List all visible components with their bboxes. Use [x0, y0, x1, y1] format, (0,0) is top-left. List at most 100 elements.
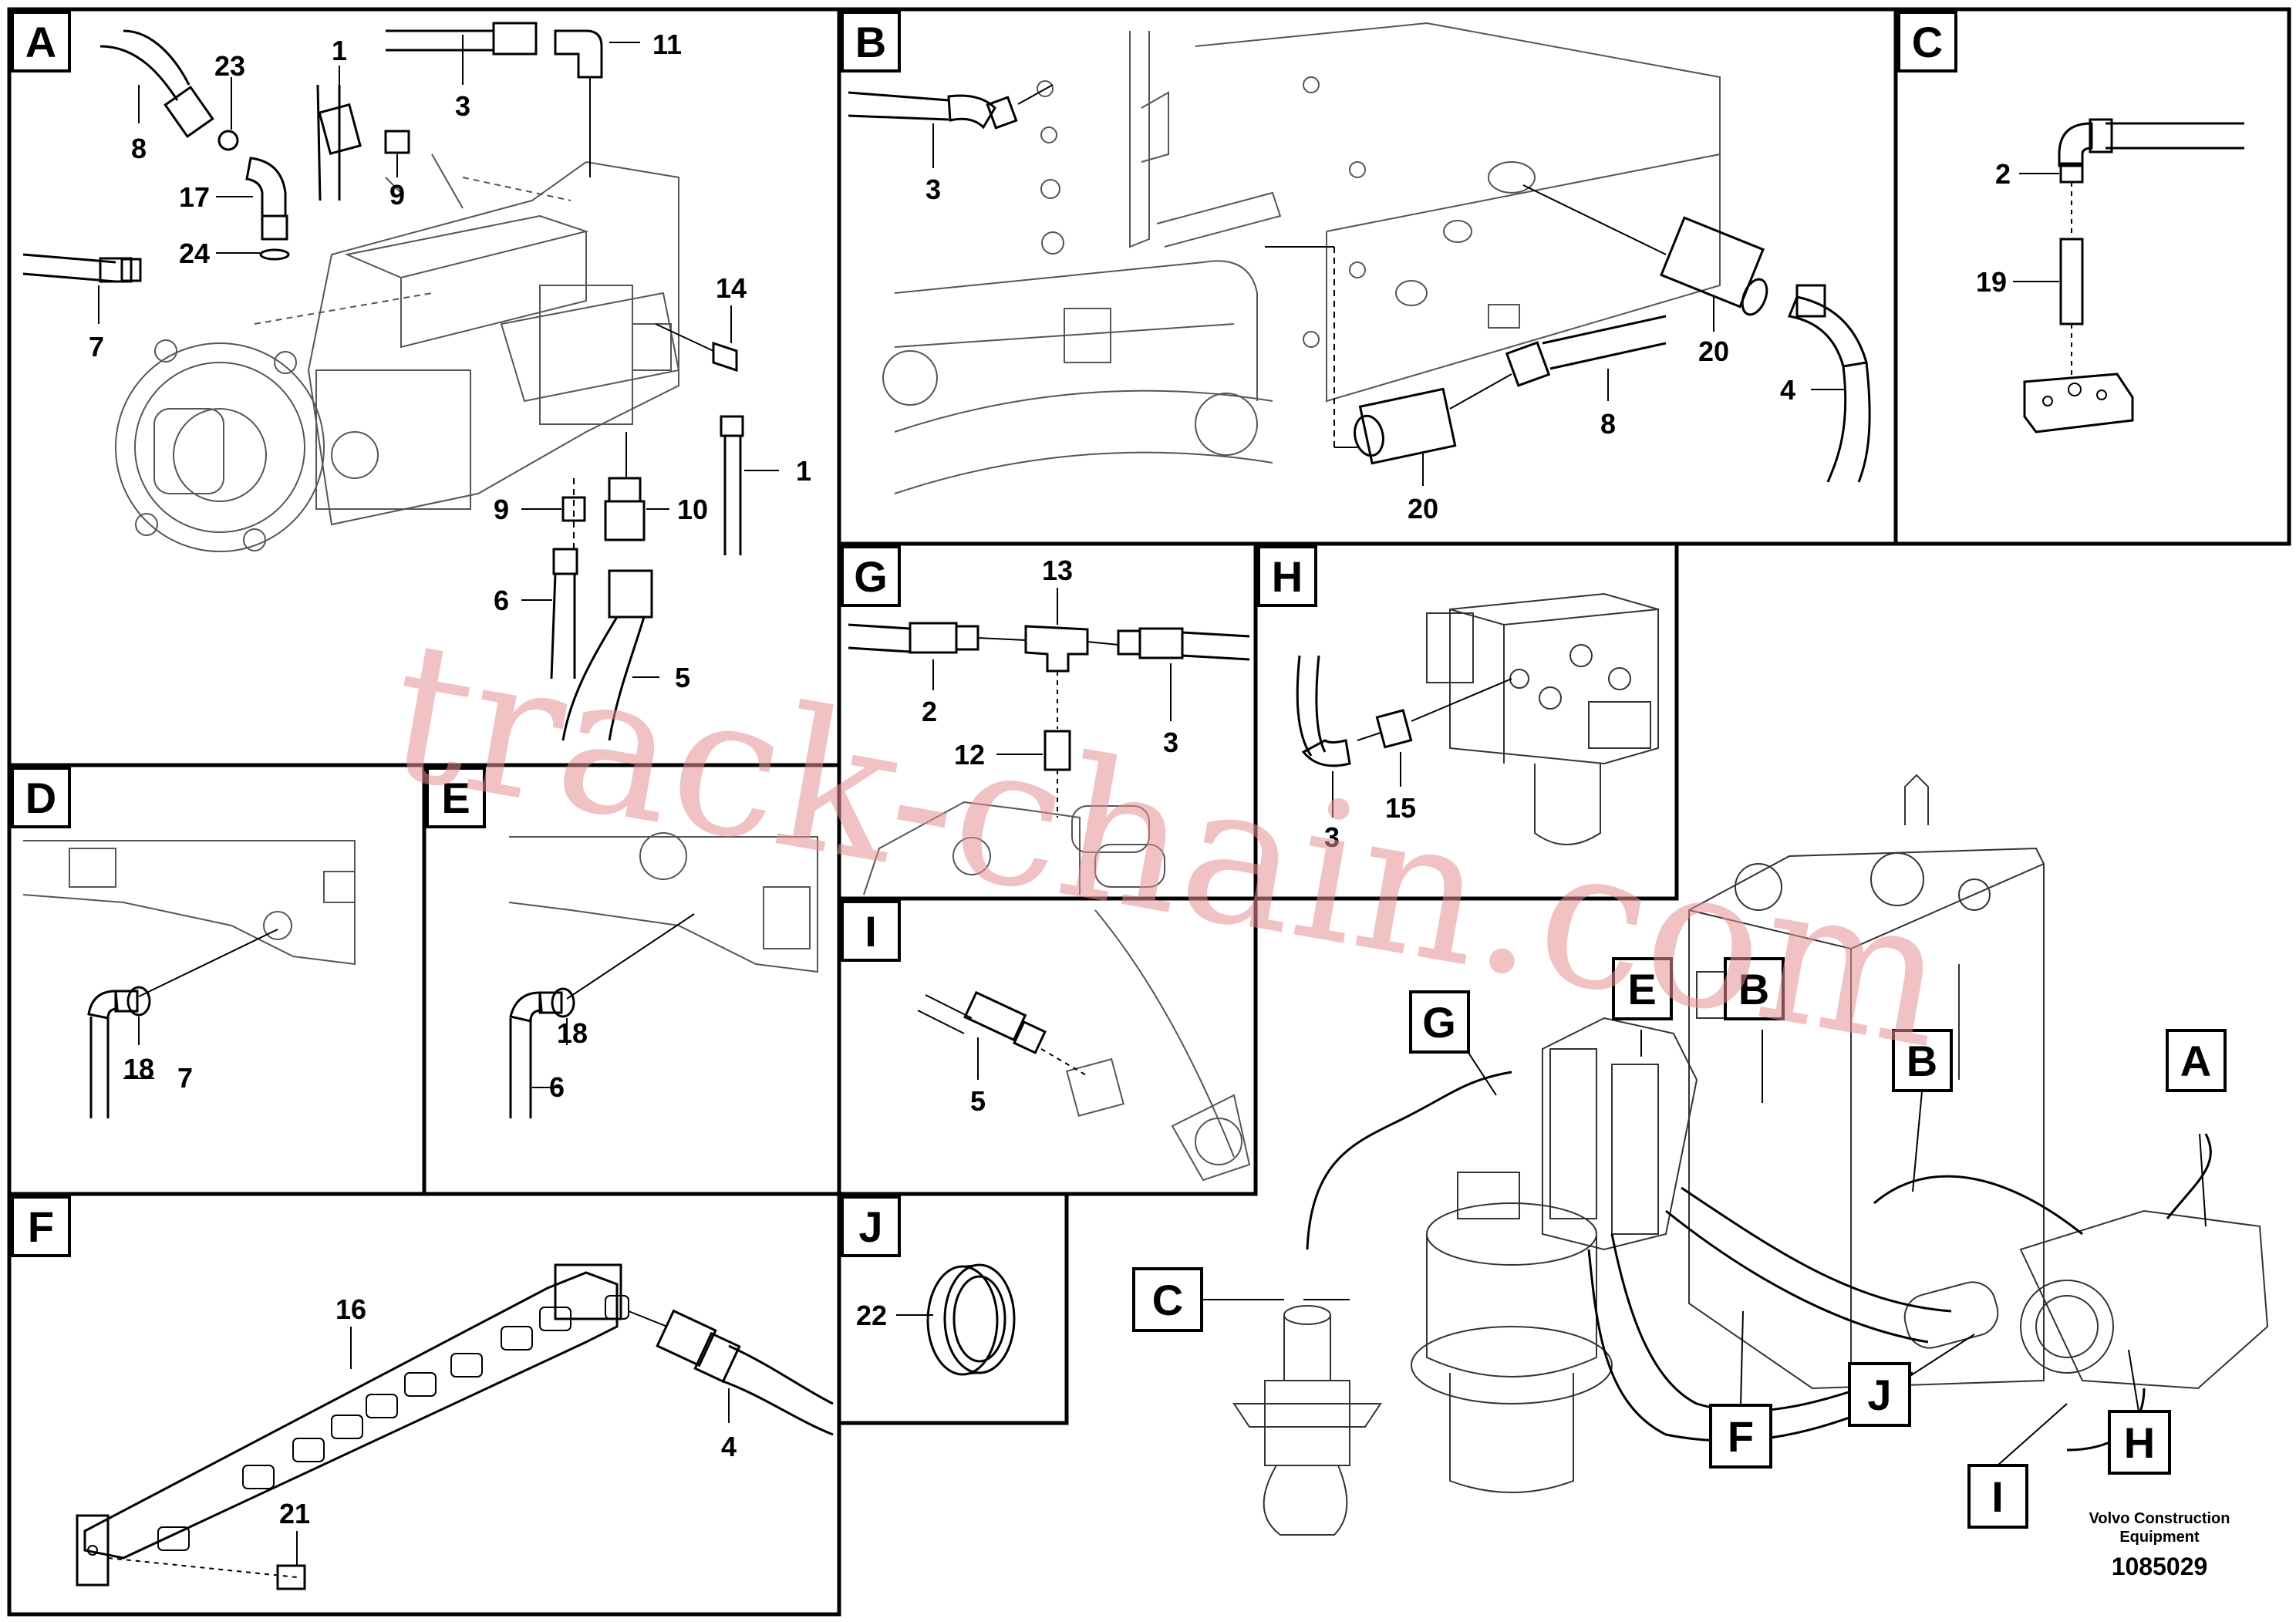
callout-a-5: 5	[675, 662, 690, 693]
callout-e-6: 6	[549, 1071, 565, 1103]
panel-letter-a: A	[11, 11, 71, 73]
callout-c-2: 2	[1995, 158, 2011, 190]
callout-h-3: 3	[1324, 821, 1340, 853]
callout-b-20-bottom: 20	[1408, 493, 1438, 524]
panel-letter-g-text: G	[854, 552, 888, 601]
panel-f-fittings	[157, 1295, 629, 1551]
panel-letter-i-text: I	[865, 907, 877, 956]
panel-letter-j: J	[841, 1195, 901, 1257]
panel-letter-f-text: F	[28, 1202, 54, 1251]
panel-letter-c-text: C	[1912, 18, 1943, 66]
panel-letter-h-text: H	[1272, 552, 1303, 601]
callout-d-18: 18	[123, 1053, 154, 1084]
callout-b-3: 3	[925, 174, 941, 205]
callout-f-16: 16	[335, 1293, 366, 1325]
panel-i-drawing: 5	[917, 909, 1251, 1182]
panel-d-drawing: 18 7	[22, 840, 356, 1118]
panel-letter-f: F	[11, 1195, 71, 1257]
callout-e-18: 18	[557, 1017, 588, 1049]
panel-b-drawing: 3 20 8 4 20	[848, 22, 1871, 524]
footer: Volvo Construction Equipment 1085029	[2089, 1510, 2230, 1580]
panel-letter-a-text: A	[25, 18, 56, 66]
callout-a-10: 10	[677, 494, 708, 525]
overview-label-i-text: I	[1991, 1472, 2004, 1521]
overview-label-b-lower-text: B	[1907, 1037, 1937, 1085]
overview-label-c: C	[1132, 1267, 1284, 1332]
callout-f-4: 4	[721, 1431, 737, 1462]
overview-label-f-text: F	[1728, 1412, 1754, 1461]
panel-a-leaders	[98, 35, 779, 678]
overview-label-i: I	[1967, 1464, 2028, 1529]
overview-label-b-upper-text: B	[1738, 965, 1769, 1013]
panel-b-leaders	[932, 123, 1845, 486]
overview-label-e: E	[1612, 957, 1673, 1020]
panel-g-leaders	[932, 588, 1172, 755]
panel-f-leaders	[296, 1327, 730, 1566]
overview-label-h-text: H	[2124, 1418, 2155, 1467]
overview-label-b-lower: B	[1892, 1029, 1953, 1092]
panel-a-drawing: 23 8 1 3 11 17 9 24 7 14 1 9 10 6 5	[22, 22, 811, 741]
overview-label-a-text: A	[2180, 1037, 2211, 1085]
panel-letter-j-text: J	[858, 1202, 882, 1251]
callout-d-7: 7	[177, 1062, 193, 1094]
panel-letter-e-text: E	[441, 774, 470, 822]
panel-letter-h: H	[1257, 545, 1317, 607]
callout-a-11: 11	[652, 29, 682, 60]
callout-h-15: 15	[1385, 792, 1416, 824]
overview-label-j-text: J	[1867, 1371, 1891, 1419]
footer-company-line1: Volvo Construction	[2089, 1510, 2230, 1527]
panel-frames	[7, 7, 2291, 1617]
overview-label-c-text: C	[1152, 1276, 1183, 1324]
callout-a-14: 14	[716, 272, 747, 304]
footer-drawing-number: 1085029	[2112, 1553, 2208, 1580]
panel-c-leaders	[2013, 173, 2059, 282]
callout-a-6: 6	[494, 585, 509, 616]
valve-block-illustration	[882, 22, 1721, 494]
panel-f-drawing: 16 4 21	[76, 1263, 834, 1590]
callout-j-22: 22	[856, 1300, 887, 1331]
callout-a-23: 23	[214, 50, 245, 82]
panel-g-drawing: 13 2 12 3	[848, 555, 1250, 895]
callout-a-1-right: 1	[796, 455, 811, 487]
panel-letter-b: B	[841, 11, 901, 73]
panel-a-callouts: 23 8 1 3 11 17 9 24 7 14 1 9 10 6 5	[89, 29, 811, 693]
panel-letter-c: C	[1897, 11, 1957, 73]
callout-a-24: 24	[179, 238, 210, 269]
panel-j-drawing: 22	[856, 1263, 1016, 1376]
callout-c-19: 19	[1976, 266, 2007, 298]
panel-letter-e: E	[426, 767, 486, 828]
callout-b-20-right: 20	[1698, 336, 1729, 367]
overview-leaders	[1303, 1030, 2207, 1466]
callout-g-13: 13	[1042, 555, 1073, 586]
overview-label-e-text: E	[1627, 965, 1656, 1013]
panel-e-drawing: 18 6	[508, 832, 818, 1118]
callout-b-4: 4	[1780, 374, 1795, 406]
overview-label-a: A	[2166, 1029, 2227, 1092]
callout-a-8: 8	[131, 133, 147, 164]
callout-a-9-bottom: 9	[494, 494, 509, 525]
overview-label-g-text: G	[1422, 998, 1456, 1047]
callout-f-21: 21	[279, 1498, 310, 1529]
callout-a-1-top: 1	[332, 35, 347, 66]
panel-b-callouts: 3 20 8 4 20	[925, 174, 1795, 524]
panel-letter-b-text: B	[855, 18, 886, 66]
pump-illustration	[115, 153, 680, 552]
callout-a-7: 7	[89, 331, 104, 363]
callout-a-17: 17	[179, 181, 210, 213]
panel-letter-d: D	[11, 767, 71, 828]
overview-label-b-upper: B	[1724, 957, 1785, 1020]
callout-i-5: 5	[970, 1085, 986, 1117]
callout-g-2: 2	[922, 696, 937, 727]
callout-a-9-top: 9	[389, 179, 405, 211]
callout-b-8: 8	[1600, 408, 1616, 440]
panel-h-drawing: 3 15	[1296, 592, 1659, 853]
overview-label-j: J	[1848, 1362, 1911, 1427]
overview-label-g: G	[1409, 990, 1470, 1054]
overview-label-h: H	[2108, 1410, 2171, 1475]
panel-letter-g: G	[841, 545, 901, 607]
callout-g-12: 12	[954, 739, 985, 771]
panel-c-drawing: 2 19	[1976, 118, 2244, 433]
callout-a-3: 3	[455, 90, 470, 122]
panel-h-leaders	[1332, 752, 1401, 818]
